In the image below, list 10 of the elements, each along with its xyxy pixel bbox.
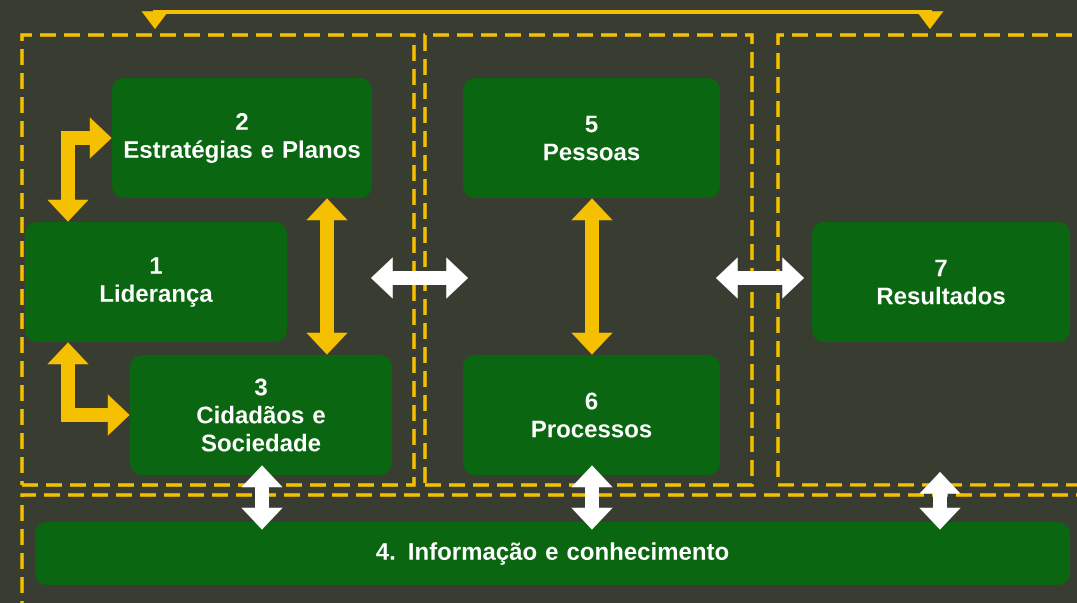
process-box: 5 Pessoas (463, 78, 720, 198)
process-box: 7 Resultados (812, 222, 1070, 342)
dashed-frame (423, 33, 754, 487)
process-box: 4. Informação e conhecimento (35, 522, 1070, 585)
process-box: 3 Cidadãos e Sociedade (130, 355, 392, 475)
process-box: 6 Processos (463, 355, 720, 475)
dashed-frame (776, 33, 1077, 487)
process-box: 1 Liderança (25, 222, 287, 342)
process-box: 2 Estratégias e Planos (112, 78, 372, 198)
dashed-frame (20, 33, 416, 487)
